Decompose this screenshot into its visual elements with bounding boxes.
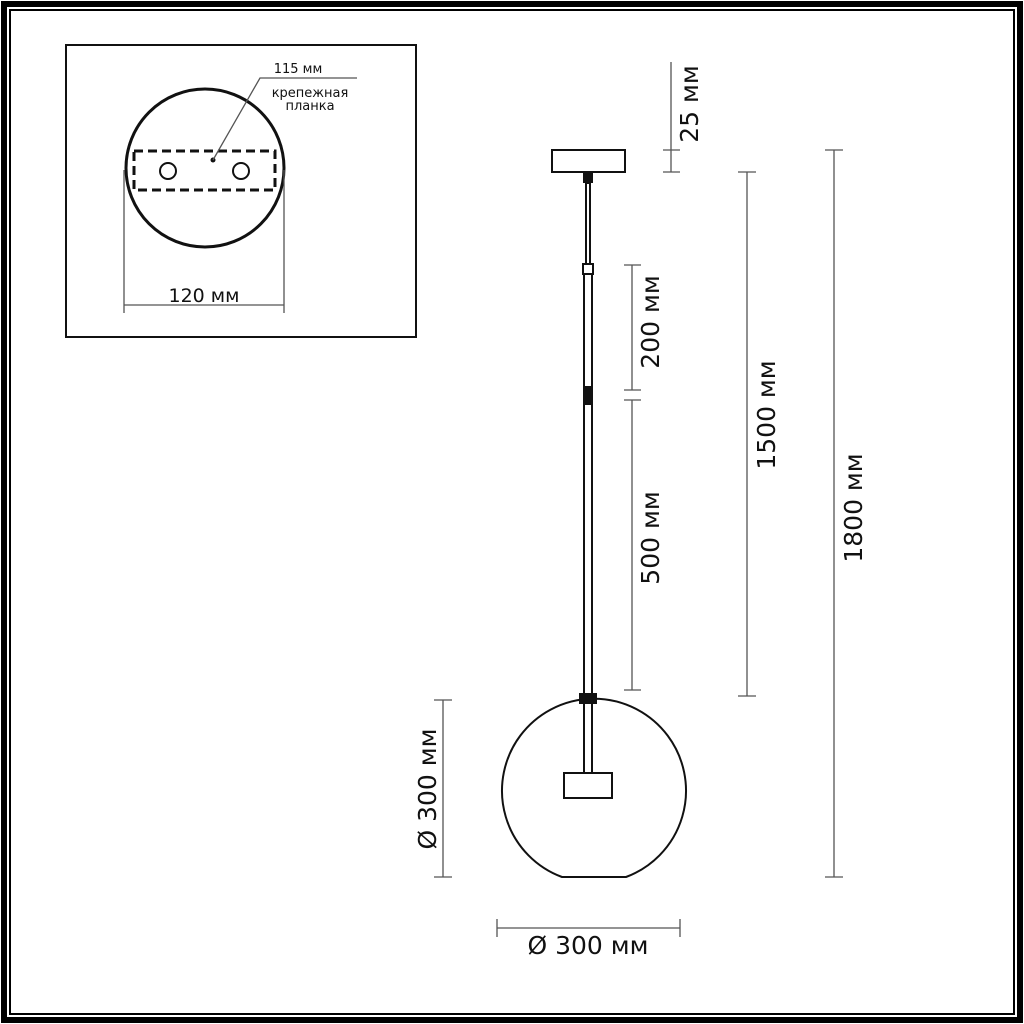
canopy-diameter-label: 120 мм: [169, 285, 240, 307]
dimension-200: 200 мм: [624, 264, 665, 391]
globe-width-label: Ø 300 мм: [527, 931, 648, 960]
rod-joint: [584, 386, 592, 405]
screw-hole-left: [159, 162, 177, 180]
canopy-top-view: [124, 87, 286, 249]
lamp-side-view: [501, 149, 687, 878]
inner-rod: [583, 699, 593, 774]
canopy-connector: [583, 172, 593, 183]
mounting-inset: 115 мм крепежная планка 120 мм: [65, 44, 417, 338]
leader-line: [212, 77, 357, 161]
globe-height-label: Ø 300 мм: [413, 728, 442, 849]
dimension-1800: 1800 мм: [825, 149, 868, 878]
mounting-plate: [132, 149, 277, 192]
canopy-height-label: 25 мм: [675, 65, 704, 142]
dimension-500: 500 мм: [624, 399, 665, 691]
suspension-length-label: 1500 мм: [752, 360, 781, 469]
rod-segment-short-label: 200 мм: [636, 275, 665, 368]
light-module: [563, 772, 613, 799]
dimension-1500: 1500 мм: [738, 171, 781, 697]
dimension-globe-height: Ø 300 мм: [413, 699, 452, 878]
canopy: [551, 149, 626, 173]
inset-border: [65, 44, 417, 338]
plate-length-label: 115 мм: [274, 62, 323, 77]
dimension-globe-width: Ø 300 мм: [496, 919, 681, 960]
dimension-25: 25 мм: [663, 62, 704, 173]
globe-connector: [579, 693, 597, 704]
glass-globe: [501, 697, 687, 878]
rod-coupling: [582, 263, 594, 275]
plate-label-line2: планка: [285, 99, 334, 114]
total-height-label: 1800 мм: [839, 453, 868, 562]
plate-label-line1: крепежная: [272, 86, 349, 101]
rod: [583, 273, 593, 695]
rod-segment-long-label: 500 мм: [636, 491, 665, 584]
cable: [585, 182, 591, 266]
inner-frame: [9, 9, 1015, 1015]
screw-hole-right: [232, 162, 250, 180]
